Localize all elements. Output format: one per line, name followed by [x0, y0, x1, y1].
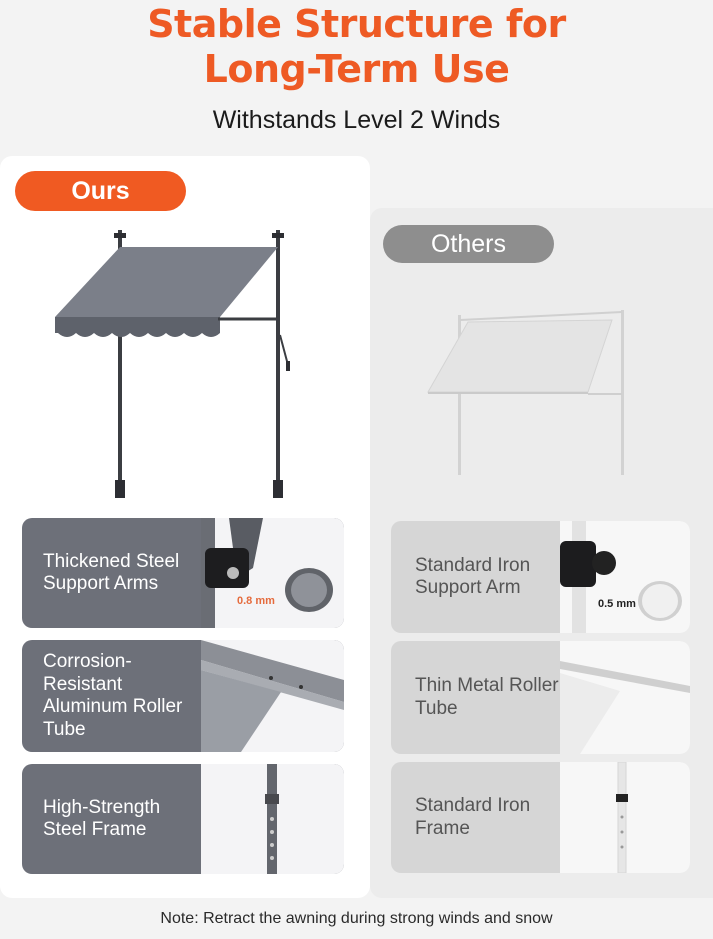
others-badge: Others	[383, 225, 554, 263]
frame-thumbnail	[201, 764, 344, 874]
title-line-1: Stable Structure for	[147, 2, 566, 46]
page-subtitle: Withstands Level 2 Winds	[212, 106, 501, 134]
others-feature-label: Standard Iron Frame	[415, 795, 531, 839]
ours-thickness-label: 0.8 mm	[237, 595, 275, 607]
others-feature-label: Thin Metal Roller Tube	[415, 675, 559, 719]
others-feature-card: Thin Metal Roller Tube	[391, 641, 690, 754]
iron-arm-thumbnail	[560, 521, 690, 633]
iron-frame-thumbnail	[560, 762, 690, 873]
others-feature-card: Standard Iron Frame	[391, 762, 690, 873]
support-arm-thumbnail	[201, 518, 344, 628]
ours-feature-card: High-Strength Steel Frame	[22, 764, 344, 874]
ours-awning-image	[40, 225, 340, 505]
others-thickness-label: 0.5 mm	[598, 598, 636, 610]
others-feature-card: Standard Iron Support Arm	[391, 521, 690, 633]
footer-note: Note: Retract the awning during strong w…	[160, 910, 553, 927]
title-line-2: Long-Term Use	[203, 47, 510, 91]
page-title: Stable Structure for Long-Term Use	[0, 2, 713, 92]
ours-feature-label: Thickened Steel Support Arms	[43, 550, 180, 595]
ours-feature-card: Thickened Steel Support Arms	[22, 518, 344, 628]
ours-feature-label: Corrosion-Resistant Aluminum Roller Tube	[43, 651, 183, 740]
roller-tube-thumbnail	[201, 640, 344, 752]
ours-feature-label: High-Strength Steel Frame	[43, 796, 161, 841]
ours-badge: Ours	[15, 171, 186, 211]
thin-tube-thumbnail	[560, 641, 690, 754]
ours-feature-card: Corrosion-Resistant Aluminum Roller Tube	[22, 640, 344, 752]
others-awning-image	[420, 300, 650, 480]
others-feature-label: Standard Iron Support Arm	[415, 554, 531, 599]
